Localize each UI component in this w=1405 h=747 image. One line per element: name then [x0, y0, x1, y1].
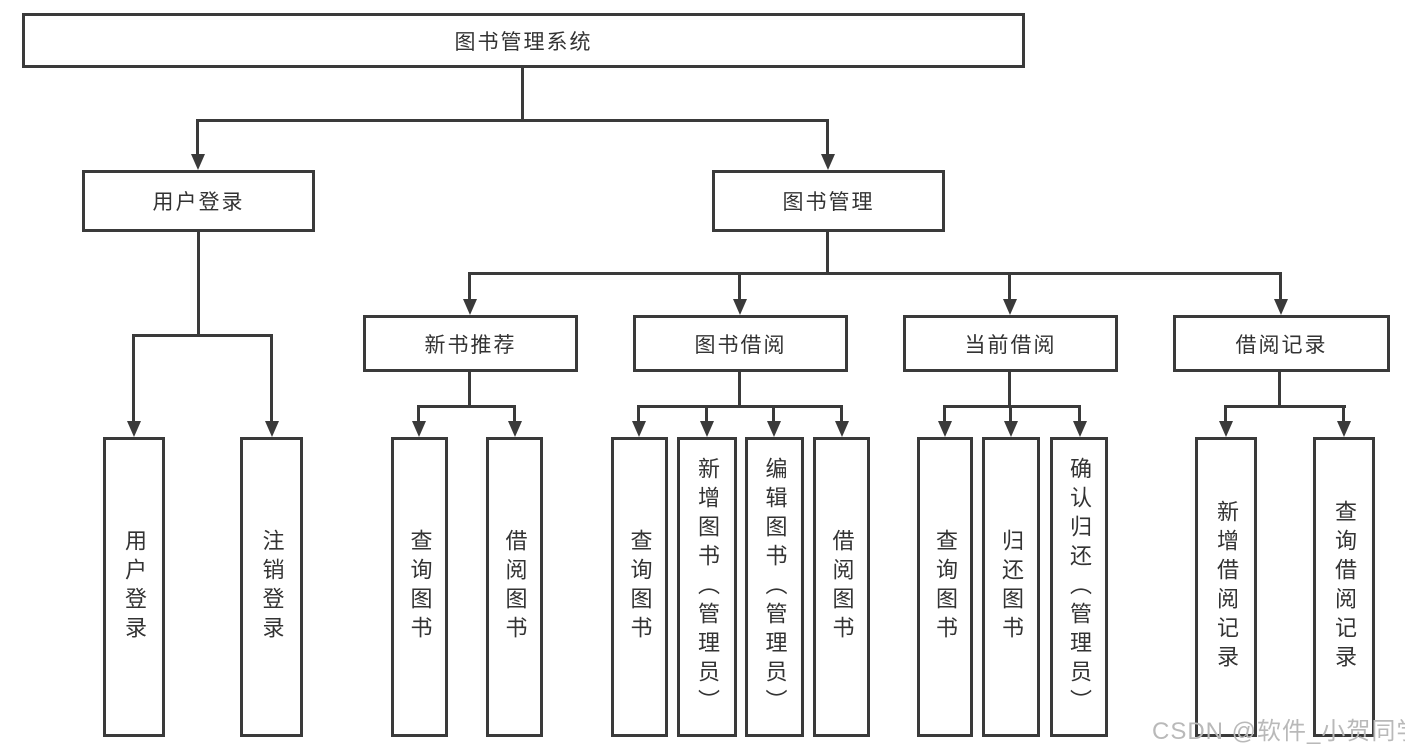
node-new-book-recommendation: 新书推荐: [363, 315, 578, 372]
connector-root-stub: [521, 68, 524, 121]
leaf-borrow-books: 借阅图书: [813, 437, 870, 737]
connector-arrow-book-borrow: [738, 272, 741, 299]
leaf-query-books-current-label: 查询图书: [933, 529, 958, 645]
leaf-add-borrow-record: 新增借阅记录: [1195, 437, 1257, 737]
connector-arrow-c4: [840, 405, 843, 421]
leaf-logout: 注销登录: [240, 437, 303, 737]
connector-records-stub: [1278, 372, 1281, 406]
leaf-query-books-borrow-label: 查询图书: [627, 529, 653, 645]
leaf-borrow-books-recommend-label: 借阅图书: [502, 529, 528, 645]
leaf-query-borrow-record: 查询借阅记录: [1313, 437, 1375, 737]
connector-borrow-hline: [637, 405, 843, 408]
connector-arrow-b2: [513, 405, 516, 421]
node-library-management-system: 图书管理系统: [22, 13, 1025, 68]
connector-current-hline: [943, 405, 1081, 408]
connector-arrow-e2: [1342, 405, 1345, 421]
node-user-login: 用户登录: [82, 170, 315, 232]
leaf-logout-label: 注销登录: [259, 529, 285, 645]
connector-arrow-e1: [1224, 405, 1227, 421]
connector-mgmt-hline: [468, 272, 1282, 275]
connector-records-hline: [1224, 405, 1346, 408]
leaf-edit-book-admin-label: 编辑图书（管理员）: [762, 456, 788, 718]
connector-arrow-borrow-records: [1279, 272, 1282, 299]
connector-arrow-current-borrow: [1008, 272, 1011, 299]
leaf-add-book-admin-label: 新增图书（管理员）: [695, 456, 720, 718]
leaf-add-book-admin: 新增图书（管理员）: [677, 437, 737, 737]
leaf-user-login: 用户登录: [103, 437, 165, 737]
connector-arrow-d2: [1009, 405, 1012, 421]
connector-arrow-c1: [637, 405, 640, 421]
connector-newbook-stub: [468, 372, 471, 406]
leaf-borrow-books-label: 借阅图书: [829, 529, 855, 645]
leaf-query-books-current: 查询图书: [917, 437, 973, 737]
connector-borrow-stub: [738, 372, 741, 406]
leaf-query-books-recommend-label: 查询图书: [407, 529, 433, 645]
leaf-edit-book-admin: 编辑图书（管理员）: [745, 437, 804, 737]
connector-arrow-leaf-logout: [270, 334, 273, 421]
leaf-confirm-return-admin: 确认归还（管理员）: [1050, 437, 1108, 737]
connector-arrow-leaf-user-login: [132, 334, 135, 421]
connector-arrow-user-login: [196, 119, 199, 154]
leaf-user-login-label: 用户登录: [122, 529, 147, 645]
connector-root-hline: [196, 119, 829, 122]
connector-login-stub: [197, 232, 200, 336]
leaf-return-book: 归还图书: [982, 437, 1040, 737]
node-borrowing-records: 借阅记录: [1173, 315, 1390, 372]
connector-arrow-d1: [943, 405, 946, 421]
leaf-query-books-recommend: 查询图书: [391, 437, 448, 737]
connector-arrow-b1: [417, 405, 420, 421]
leaf-query-borrow-record-label: 查询借阅记录: [1332, 500, 1357, 674]
leaf-borrow-books-recommend: 借阅图书: [486, 437, 543, 737]
connector-arrow-new-book: [468, 272, 471, 299]
csdn-watermark: CSDN @软件_小贺同学: [1152, 718, 1405, 745]
connector-arrow-book-mgmt: [826, 119, 829, 154]
leaf-add-borrow-record-label: 新增借阅记录: [1214, 500, 1239, 674]
node-book-management: 图书管理: [712, 170, 945, 232]
node-book-borrowing: 图书借阅: [633, 315, 848, 372]
leaf-return-book-label: 归还图书: [999, 529, 1024, 645]
connector-newbook-hline: [417, 405, 516, 408]
connector-current-stub: [1008, 372, 1011, 406]
connector-login-hline: [132, 334, 273, 337]
connector-arrow-c2: [705, 405, 708, 421]
node-current-borrowing: 当前借阅: [903, 315, 1118, 372]
connector-arrow-c3: [772, 405, 775, 421]
leaf-query-books-borrow: 查询图书: [611, 437, 668, 737]
connector-arrow-d3: [1078, 405, 1081, 421]
connector-mgmt-stub: [826, 232, 829, 274]
leaf-confirm-return-admin-label: 确认归还（管理员）: [1067, 456, 1092, 718]
